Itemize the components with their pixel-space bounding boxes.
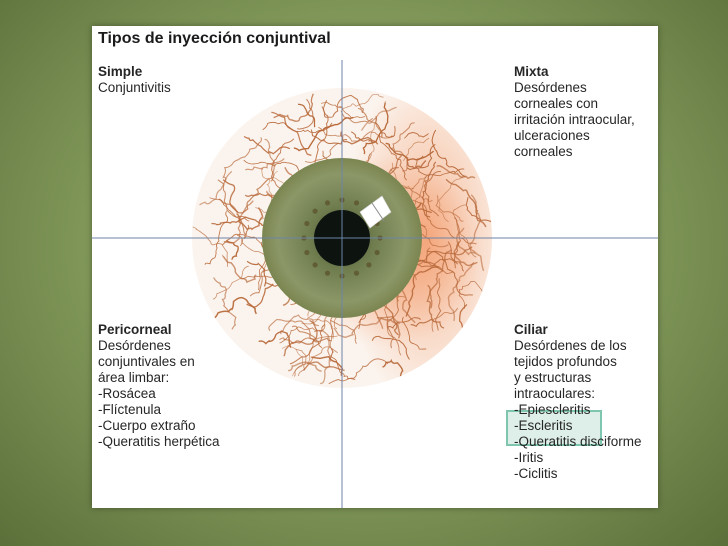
ciliar-line: y estructuras [514,370,592,385]
ciliar-line: intraoculares: [514,386,596,401]
ciliar-line: -Queratitis disciforme [514,434,642,449]
ciliar-line: Desórdenes de los [514,338,627,353]
pericorneal-line: -Queratitis herpética [98,434,220,449]
simple-label-group: Simple Conjuntivitis [98,64,171,96]
ciliar-line: -Iritis [514,450,544,465]
mixta-label-group: Mixta Desórdenes corneales con irritació… [514,64,635,160]
mixta-line: irritación intraocular, [514,112,635,127]
pericorneal-label-group: Pericorneal Desórdenes conjuntivales en … [98,322,220,450]
simple-line: Conjuntivitis [98,80,171,95]
mixta-line: Desórdenes [514,80,587,95]
pericorneal-line: -Rosácea [98,386,156,401]
pericorneal-line: -Flíctenula [98,402,162,417]
ciliar-heading: Ciliar [514,322,548,337]
simple-heading: Simple [98,64,143,79]
pericorneal-heading: Pericorneal [98,322,172,337]
highlight-box [506,410,602,446]
slide-panel: Tipos de inyección conjuntival Simple Co… [92,26,658,508]
ciliar-label-group: Ciliar Desórdenes de los tejidos profund… [514,322,642,482]
ciliar-line: -Epiescleritis [514,402,591,417]
pericorneal-line: Desórdenes [98,338,171,353]
mixta-heading: Mixta [514,64,549,79]
ciliar-line: -Escleritis [514,418,573,433]
mixta-line: corneales con [514,96,599,111]
quadrant-divider-lines [92,60,658,508]
eye-diagram [92,60,658,508]
corneal-reflection [359,195,392,229]
pericorneal-line: conjuntivales en [98,354,195,369]
pericorneal-line: -Cuerpo extraño [98,418,196,433]
mixta-line: ulceraciones [514,128,590,143]
mixta-line: corneales [514,144,573,159]
diagram-title: Tipos de inyección conjuntival [98,30,331,47]
ciliar-line: tejidos profundos [514,354,617,369]
pericorneal-line: área limbar: [98,370,170,385]
ciliar-line: -Ciclitis [514,466,558,481]
